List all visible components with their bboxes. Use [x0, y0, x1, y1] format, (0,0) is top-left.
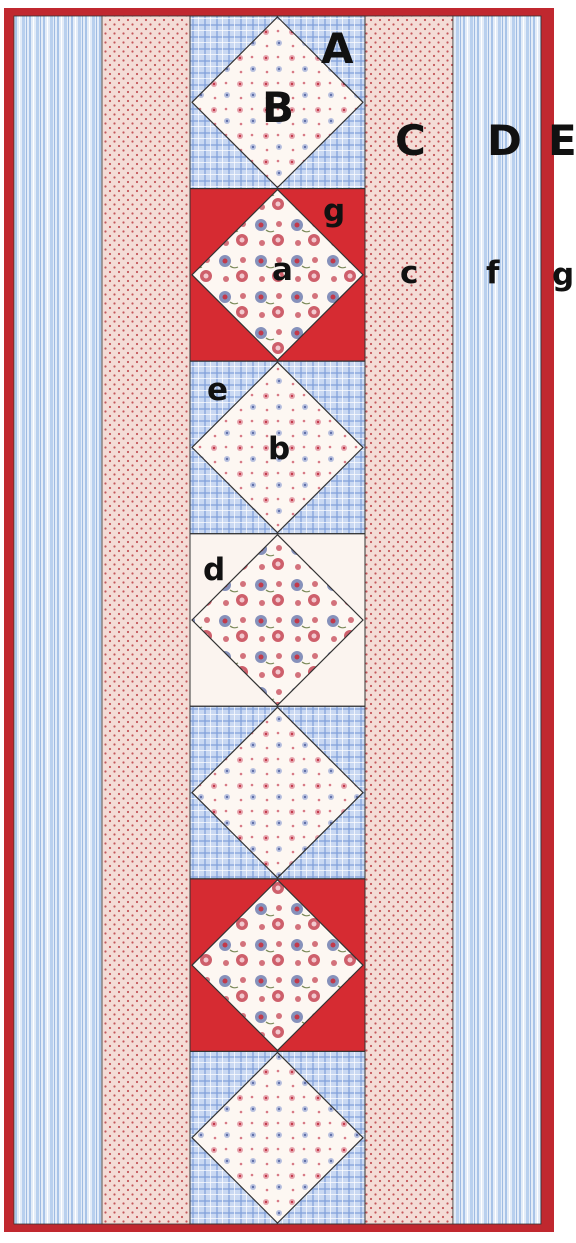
- label-g-top: g: [323, 196, 345, 227]
- label-f: f: [486, 258, 500, 289]
- label-e: e: [207, 375, 228, 406]
- column-stripe-left: [14, 16, 102, 1224]
- label-c: c: [400, 258, 418, 289]
- label-D: D: [487, 120, 522, 162]
- label-E: E: [548, 120, 576, 162]
- column-stripe-right: [453, 16, 541, 1224]
- label-b: b: [268, 434, 290, 465]
- label-B: B: [262, 87, 294, 129]
- column-dot-right: [365, 16, 453, 1224]
- label-A: A: [321, 28, 354, 70]
- label-g-right: g: [552, 260, 574, 291]
- label-C: C: [395, 120, 426, 162]
- block-6: [190, 879, 365, 1052]
- block-7: [190, 1051, 365, 1224]
- label-d: d: [203, 555, 225, 586]
- block-5: [190, 706, 365, 879]
- label-a: a: [272, 255, 293, 286]
- column-dot-left: [102, 16, 190, 1224]
